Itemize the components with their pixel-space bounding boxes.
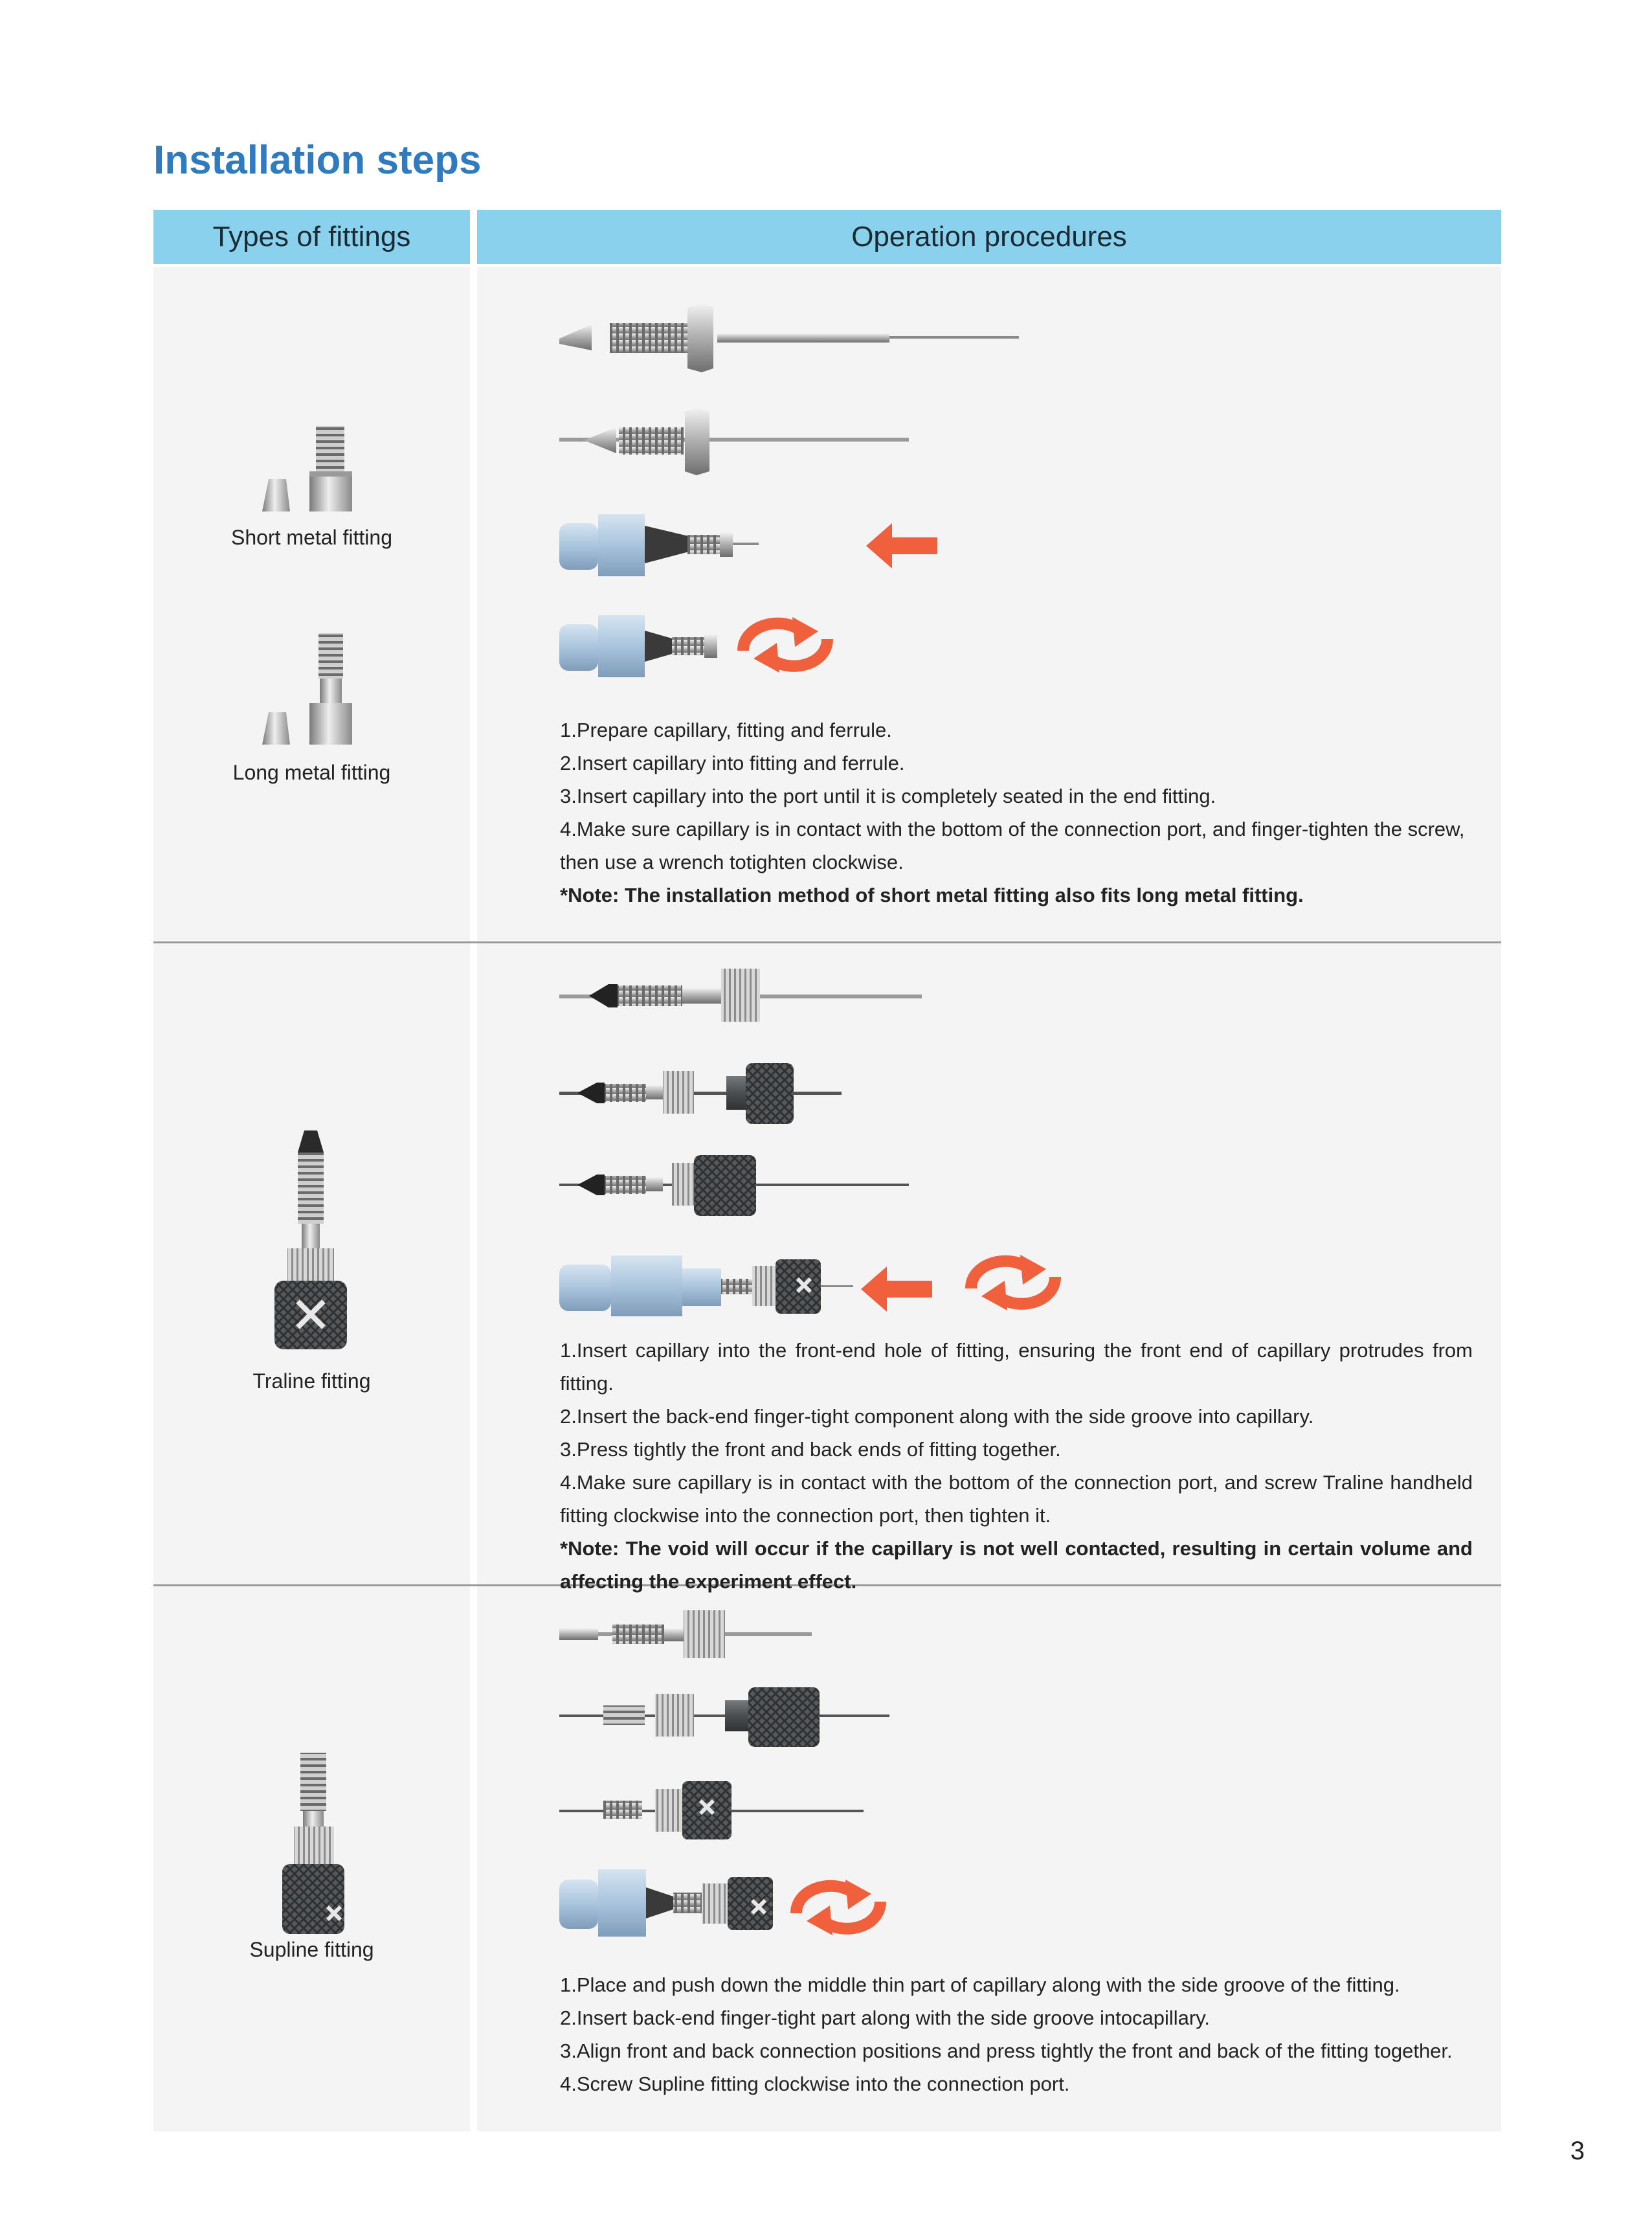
supline-fitting-image bbox=[272, 1751, 356, 1936]
rotate-clockwise-icon bbox=[783, 1874, 893, 1939]
fitting-label-long-metal: Long metal fitting bbox=[153, 761, 470, 785]
step-text: 3.Press tightly the front and back ends … bbox=[560, 1433, 1473, 1466]
step-text: 2.Insert the back-end finger-tight compo… bbox=[560, 1400, 1473, 1433]
procedure-note: *Note: The installation method of short … bbox=[560, 879, 1473, 912]
step-text: 2.Insert capillary into fitting and ferr… bbox=[560, 747, 1473, 780]
step-text: 3.Insert capillary into the port until i… bbox=[560, 780, 1473, 813]
step-illustration-prepare bbox=[558, 301, 1024, 372]
arrow-left-icon bbox=[861, 1266, 932, 1312]
procedure-steps-metal: 1.Prepare capillary, fitting and ferrule… bbox=[560, 714, 1473, 912]
page-title: Installation steps bbox=[153, 137, 481, 183]
step-text: 4.Screw Supline fitting clockwise into t… bbox=[560, 2067, 1473, 2100]
step-text: 4.Make sure capillary is in contact with… bbox=[560, 1466, 1473, 1532]
step-illustration-supline-backend bbox=[558, 1685, 895, 1749]
step-illustration-traline-screw bbox=[558, 1253, 856, 1318]
step-illustration-tighten bbox=[558, 614, 726, 679]
arrow-left-icon bbox=[866, 523, 937, 568]
step-illustration-traline-insert bbox=[558, 965, 927, 1023]
step-illustration-supline-place bbox=[558, 1609, 817, 1661]
step-text: 1.Prepare capillary, fitting and ferrule… bbox=[560, 714, 1473, 747]
step-illustration-supline-screw bbox=[558, 1868, 791, 1939]
fitting-label-supline: Supline fitting bbox=[153, 1938, 470, 1962]
fitting-label-traline: Traline fitting bbox=[153, 1369, 470, 1393]
header-operation-procedures: Operation procedures bbox=[477, 210, 1501, 264]
rotate-clockwise-icon bbox=[730, 612, 840, 677]
step-text: 1.Insert capillary into the front-end ho… bbox=[560, 1334, 1473, 1400]
step-text: 1.Place and push down the middle thin pa… bbox=[560, 1968, 1473, 2001]
step-illustration-seat-in-port bbox=[558, 512, 759, 576]
traline-fitting-image bbox=[265, 1127, 356, 1353]
fitting-label-short-metal: Short metal fitting bbox=[153, 526, 470, 550]
step-text: 3.Align front and back connection positi… bbox=[560, 2034, 1473, 2067]
step-illustration-traline-backend bbox=[558, 1062, 843, 1127]
procedure-steps-traline: 1.Insert capillary into the front-end ho… bbox=[560, 1334, 1473, 1598]
procedure-note: *Note: The void will occur if the capill… bbox=[560, 1532, 1473, 1598]
page-number: 3 bbox=[1570, 2137, 1585, 2166]
step-illustration-insert bbox=[558, 408, 933, 479]
short-metal-fitting-image bbox=[252, 414, 369, 518]
step-illustration-traline-press bbox=[558, 1154, 914, 1219]
procedure-steps-supline: 1.Place and push down the middle thin pa… bbox=[560, 1968, 1473, 2100]
step-illustration-supline-align bbox=[558, 1777, 869, 1842]
step-text: 4.Make sure capillary is in contact with… bbox=[560, 813, 1473, 879]
row-divider bbox=[153, 941, 1501, 943]
rotate-clockwise-icon bbox=[958, 1250, 1068, 1314]
step-text: 2.Insert back-end finger-tight part alon… bbox=[560, 2001, 1473, 2034]
header-types-of-fittings: Types of fittings bbox=[153, 210, 470, 264]
long-metal-fitting-image bbox=[252, 628, 369, 751]
